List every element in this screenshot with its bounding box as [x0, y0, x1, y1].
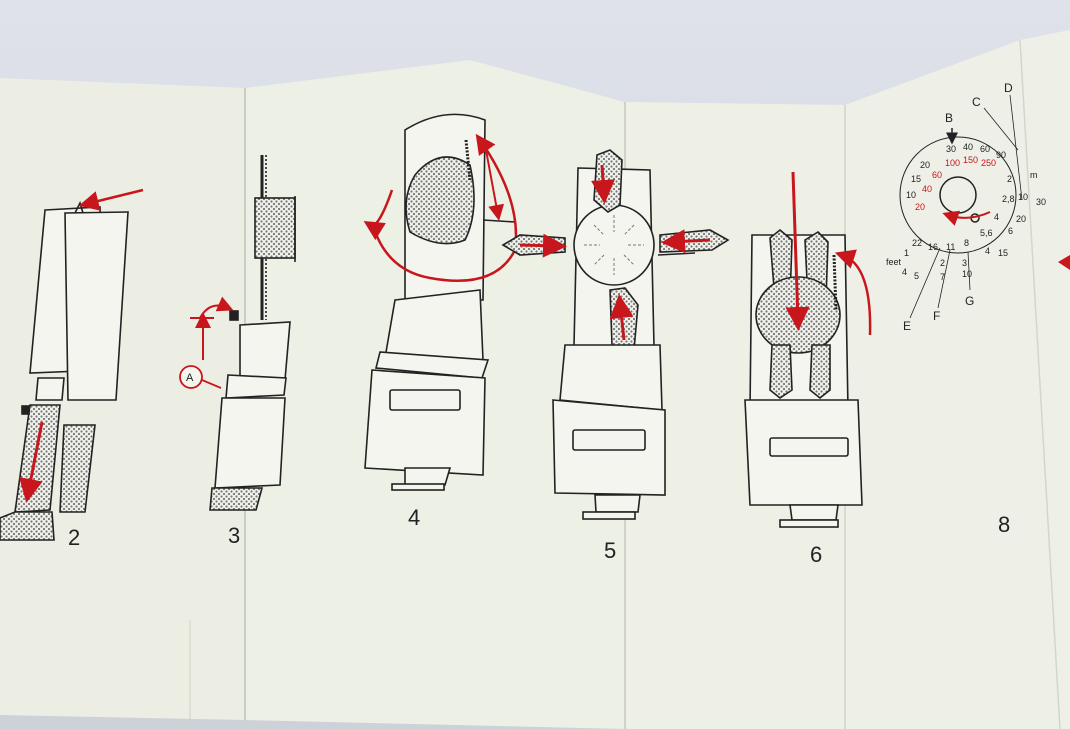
dial-misc-4: 4	[985, 246, 990, 256]
dial-right-8: 8	[964, 238, 969, 248]
dial-misc-10: 10	[962, 269, 972, 279]
dial-letter-c: C	[972, 95, 981, 109]
dial-right-2: 2	[1007, 174, 1012, 184]
dial-letter-f: F	[933, 309, 940, 323]
dial-outer-30: 30	[946, 144, 956, 154]
dial-letter-g: G	[965, 294, 974, 308]
dial-misc-1: 1	[904, 248, 909, 258]
dial-red-20: 20	[915, 202, 925, 212]
dial-outer-20: 20	[920, 160, 930, 170]
dial-lower-22: 22	[912, 238, 922, 248]
dial-right-4: 4	[994, 212, 999, 222]
paper-panels	[0, 30, 1070, 729]
dial-right-2-8: 2,8	[1002, 194, 1015, 204]
dial-m-20: 20	[1016, 214, 1026, 224]
dial-outer-60: 60	[980, 144, 990, 154]
dial-misc-7: 7	[940, 272, 945, 282]
dial-m-10: 10	[1018, 192, 1028, 202]
dial-outer-40: 40	[963, 142, 973, 152]
step-3-number: 3	[228, 523, 240, 548]
dial-misc-2: 2	[940, 258, 945, 268]
dial-red-60: 60	[932, 170, 942, 180]
dial-red-150: 150	[963, 155, 978, 165]
dial-misc-6: 6	[1008, 226, 1013, 236]
dial-m-30: 30	[1036, 197, 1046, 207]
step-4-number: 4	[408, 505, 420, 530]
dial-m-unit: m	[1030, 170, 1038, 180]
step-6-number: 6	[810, 542, 822, 567]
step-8-number: 8	[998, 512, 1010, 537]
dial-lower-16: 16	[928, 242, 938, 252]
step-3-marker-label: A	[186, 372, 194, 384]
dial-outer-90: 90	[996, 150, 1006, 160]
dial-feet-4: 4	[902, 267, 907, 277]
dial-outer-10: 10	[906, 190, 916, 200]
dial-letter-e: E	[903, 319, 911, 333]
dial-misc-15: 15	[998, 248, 1008, 258]
step-5-number: 5	[604, 538, 616, 563]
dial-misc-3: 3	[962, 258, 967, 268]
dial-feet-5: 5	[914, 271, 919, 281]
dial-feet-label: feet	[886, 257, 902, 267]
step-2-number: 2	[68, 525, 80, 550]
dial-outer-15: 15	[911, 174, 921, 184]
dial-lower-11: 11	[946, 242, 955, 252]
dial-right-5-6: 5,6	[980, 228, 993, 238]
dial-red-100: 100	[945, 158, 960, 168]
dial-red-250: 250	[981, 158, 996, 168]
dial-letter-d: D	[1004, 81, 1013, 95]
dial-red-40: 40	[922, 184, 932, 194]
dial-letter-b: B	[945, 111, 953, 125]
